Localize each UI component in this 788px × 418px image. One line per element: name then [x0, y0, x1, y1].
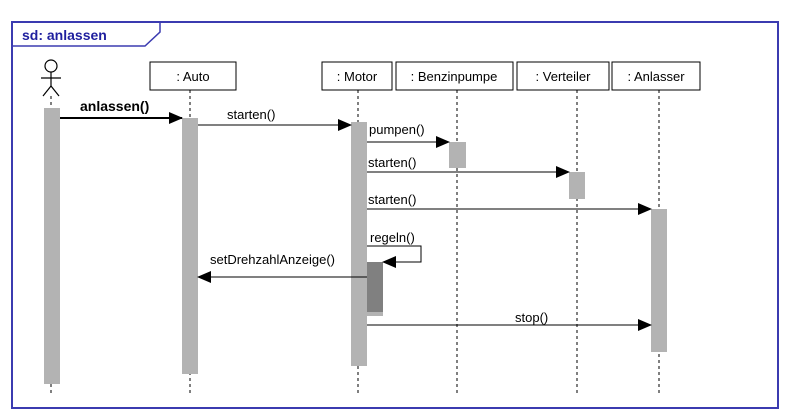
frame-label-box — [12, 21, 161, 47]
activation-anlasser — [651, 209, 667, 352]
message-label-anlassen: anlassen() — [80, 98, 149, 114]
message-label-regeln: regeln() — [370, 230, 415, 245]
message-label-starten-anlasser: starten() — [368, 192, 416, 207]
stick-figure-icon — [41, 59, 61, 97]
lifeline-label-anlasser: : Anlasser — [627, 69, 685, 84]
activation-auto — [182, 118, 198, 374]
activation-motor-nested — [367, 262, 383, 312]
activation-actor — [44, 108, 60, 384]
lifeline-box-verteiler — [516, 61, 610, 91]
activation-motor — [351, 122, 367, 366]
frame-label: sd: anlassen — [22, 27, 107, 43]
frame-border — [11, 21, 779, 409]
lifeline-label-motor: : Motor — [337, 69, 378, 84]
message-arrow-regeln — [367, 245, 422, 268]
message-label-pumpen: pumpen() — [369, 122, 425, 137]
message-label-setdrehzahlanzeige: setDrehzahlAnzeige() — [210, 252, 335, 267]
lifeline-label-benzinpumpe: : Benzinpumpe — [411, 69, 498, 84]
lifeline-box-auto — [149, 61, 237, 91]
activation-benzinpumpe — [449, 142, 466, 168]
lifeline-label-auto: : Auto — [176, 69, 209, 84]
lifeline-box-benzinpumpe — [395, 61, 514, 91]
lifeline-box-anlasser — [611, 61, 701, 91]
message-label-starten-verteiler: starten() — [368, 155, 416, 170]
activation-verteiler — [569, 172, 585, 199]
lifeline-box-motor — [321, 61, 393, 91]
message-label-stop: stop() — [515, 310, 548, 325]
message-label-starten-motor: starten() — [227, 107, 275, 122]
lifeline-label-verteiler: : Verteiler — [536, 69, 592, 84]
